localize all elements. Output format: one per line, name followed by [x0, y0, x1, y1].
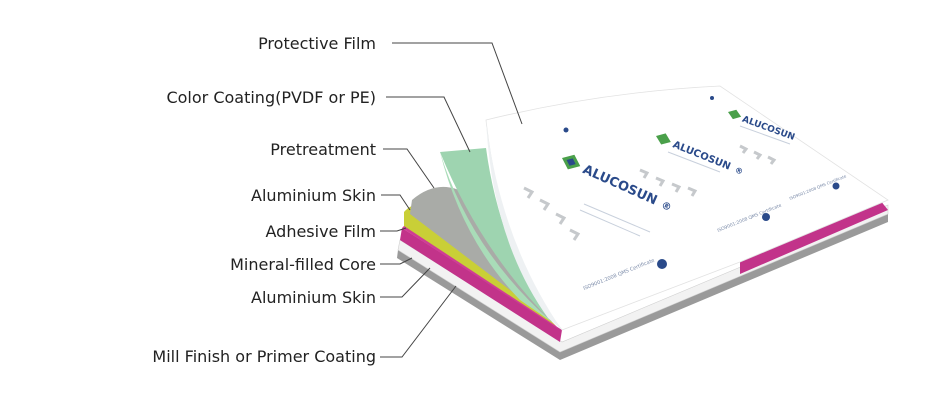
chevron-icon [671, 182, 682, 193]
leader-protective-film [392, 42, 523, 125]
chevron-icon [739, 144, 749, 154]
chevron-icon [539, 198, 551, 211]
leader-mill-finish [380, 285, 457, 358]
logo-mark-inner-icon [566, 158, 576, 166]
label-aluminium-skin-bottom: Aluminium Skin [251, 288, 376, 307]
seal-icon [762, 213, 770, 221]
leader-aluminium-skin-top [381, 194, 411, 211]
fine-print-lines [579, 125, 791, 237]
leader-color-coating [386, 96, 471, 153]
seal-icon [710, 96, 714, 100]
label-pretreatment: Pretreatment [270, 140, 376, 159]
seal-icon [657, 259, 667, 269]
seal-icon [832, 182, 840, 190]
leader-aluminium-skin-bottom [380, 267, 431, 298]
chevron-icon [639, 168, 650, 179]
label-mineral-core: Mineral-filled Core [230, 255, 376, 274]
leader-adhesive-film [380, 227, 407, 232]
chevron-icon [555, 212, 567, 225]
leader-mineral-core [380, 257, 413, 265]
label-mill-finish: Mill Finish or Primer Coating [152, 347, 376, 366]
color-coating-sheet [440, 148, 552, 322]
chevron-icon [753, 150, 763, 160]
chevron-marks [523, 144, 777, 241]
label-protective-film: Protective Film [258, 34, 376, 53]
adhesive-film-edge [740, 200, 888, 274]
leader-pretreatment [383, 148, 435, 189]
label-color-coating: Color Coating(PVDF or PE) [166, 88, 376, 107]
seal-icon [563, 127, 569, 133]
adhesive-film-sheet [400, 228, 562, 342]
chevron-icon [569, 228, 581, 241]
logo-mark-icon [728, 109, 742, 120]
label-aluminium-skin-top: Aluminium Skin [251, 186, 376, 205]
chevron-icon [687, 186, 698, 197]
core-layer [397, 204, 889, 353]
registered-mark-medium: ® [733, 165, 744, 176]
chevron-icon [767, 155, 777, 165]
registered-mark-large: ® [659, 200, 673, 214]
logo-mark-icon [656, 133, 671, 145]
chevron-icon [655, 176, 666, 187]
chevron-icon [523, 186, 535, 199]
label-adhesive-film: Adhesive Film [266, 222, 377, 241]
